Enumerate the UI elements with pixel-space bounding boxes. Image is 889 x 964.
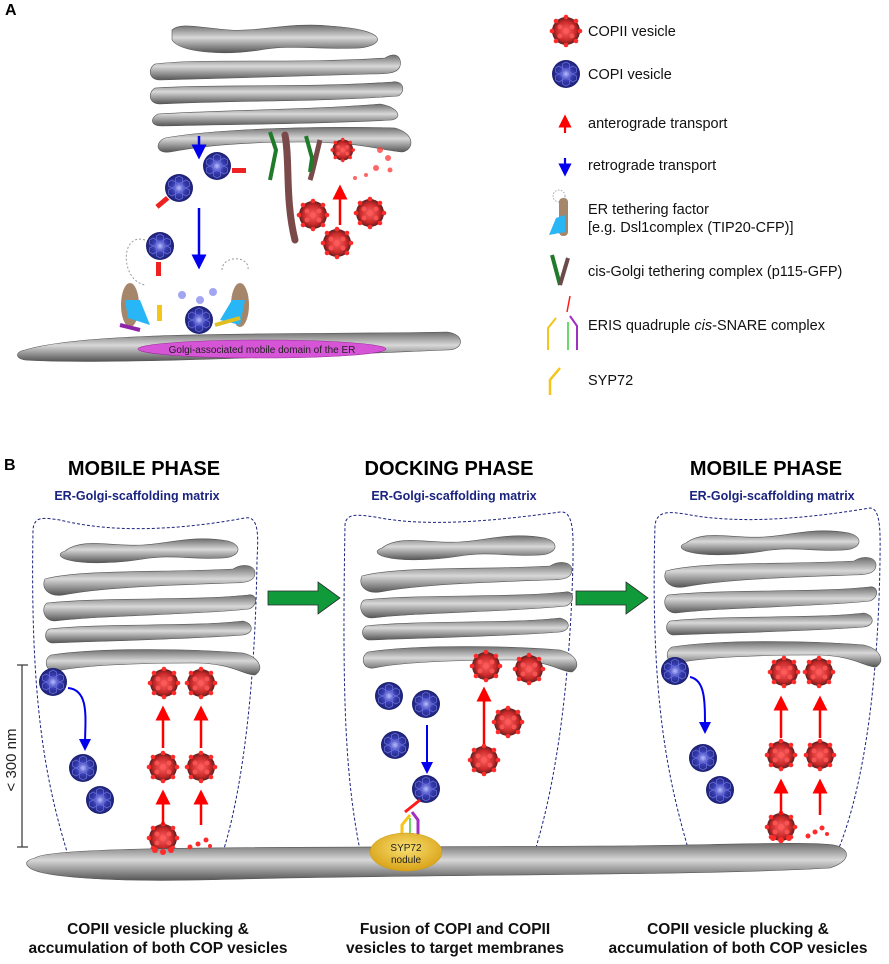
matrix-outline (653, 507, 881, 856)
copii-vesicle (764, 738, 798, 772)
legend-er-tether: ER tethering factor (588, 202, 709, 218)
phase-3-title: MOBILE PHASE (690, 458, 842, 480)
retrograde-arrow (67, 687, 92, 751)
legend: COPII vesicle COPI vesicle anterograde t… (547, 14, 842, 395)
panel-b-label: B (4, 457, 16, 474)
panel-a-golgi-stack (150, 24, 412, 153)
copii-vesicle (296, 198, 330, 232)
phase-2-matrix-label: ER-Golgi-scaffolding matrix (371, 489, 536, 503)
copii-vesicle (467, 743, 501, 777)
phase-3-matrix-label: ER-Golgi-scaffolding matrix (689, 489, 854, 503)
er-tethering-factor-right (214, 258, 249, 327)
er-tethering-factor-icon (549, 189, 568, 236)
copi-vesicle-fusing (411, 774, 441, 804)
phase-2-caption-1: Fusion of COPI and COPII (360, 921, 550, 938)
matrix-outline (32, 517, 259, 856)
er-domain (137, 339, 387, 359)
copii-vesicle (512, 652, 546, 686)
syp72 (157, 305, 162, 321)
golgi-stack (360, 535, 578, 673)
legend-anterograde: anterograde transport (588, 116, 727, 132)
syp72-icon (548, 367, 561, 395)
copii-coat-fragments (353, 147, 393, 180)
copi-vesicle (164, 173, 194, 203)
scale-label: < 300 nm (3, 729, 20, 792)
copii-vesicle (330, 137, 355, 163)
copi-vesicle-fusing (184, 305, 214, 335)
copi-vesicle (38, 667, 68, 697)
legend-er-tether-example: [e.g. Dsl1complex (TIP20-CFP)] (588, 220, 793, 236)
legend-cis-golgi: cis-Golgi tethering complex (p115-GFP) (588, 264, 842, 280)
phase-transition-arrow[interactable] (267, 581, 341, 615)
nodule-label-1: SYP72 (390, 843, 422, 854)
copii-vesicle (469, 649, 503, 683)
copii-vesicle (147, 666, 181, 700)
er-domain-label: Golgi-associated mobile domain of the ER (169, 345, 356, 356)
phase-3-caption-1: COPII vesicle plucking & (647, 921, 829, 938)
copii-vesicle (802, 655, 836, 689)
golgi-stack (43, 538, 261, 676)
copi-vesicle-icon (551, 59, 581, 89)
phase-transition-arrow[interactable] (575, 581, 649, 615)
snare-tag (156, 262, 161, 276)
panel-a-label: A (5, 2, 17, 19)
matrix-outline (343, 511, 574, 861)
snare-tag (155, 195, 170, 209)
copii-vesicle (184, 666, 218, 700)
golgi-stack (664, 530, 882, 668)
snare-tag (232, 168, 246, 173)
copi-vesicle (705, 775, 735, 805)
copi-vesicle (380, 730, 410, 760)
phase-1-caption-2: accumulation of both COP vesicles (29, 940, 288, 957)
copi-vesicle (660, 656, 690, 686)
syp72-nodule (369, 832, 443, 872)
cis-golgi-tethering-complex (268, 131, 323, 244)
nodule-label-2: nodule (391, 855, 421, 866)
phase-1-title: MOBILE PHASE (68, 458, 220, 480)
copii-vesicle (353, 196, 387, 230)
scale-bar (17, 664, 28, 848)
copii-vesicle (803, 738, 837, 772)
copii-vesicle (491, 705, 525, 739)
legend-copii: COPII vesicle (588, 24, 676, 40)
er-tethering-factor-left (119, 238, 150, 332)
snare-complex-icon (547, 295, 578, 350)
phase-1-matrix-label: ER-Golgi-scaffolding matrix (54, 489, 219, 503)
legend-copi: COPI vesicle (588, 67, 672, 83)
copi-vesicle (374, 681, 404, 711)
copii-vesicle (184, 750, 218, 784)
retrograde-arrow (689, 676, 711, 734)
coat-fragments (178, 288, 217, 304)
copi-vesicle (145, 231, 175, 261)
copii-vesicle (146, 750, 180, 784)
cis-golgi-tether-icon (550, 254, 570, 286)
copi-vesicle (85, 785, 115, 815)
phase-2-caption-2: vesicles to target membranes (346, 940, 564, 957)
phase-3-caption-2: accumulation of both COP vesicles (609, 940, 868, 957)
phase-1-caption-1: COPII vesicle plucking & (67, 921, 249, 938)
phase-2-title: DOCKING PHASE (365, 458, 534, 480)
copii-vesicle-icon (549, 14, 583, 48)
legend-snare: ERIS quadruple cis-SNARE complex (588, 318, 826, 334)
copi-vesicle (68, 753, 98, 783)
copi-vesicle (202, 151, 232, 181)
copi-vesicle (688, 743, 718, 773)
copii-vesicle (320, 226, 354, 260)
copii-vesicle (767, 655, 801, 689)
legend-syp72: SYP72 (588, 373, 633, 389)
snare-complex (400, 798, 421, 838)
copii-bud-sites (152, 825, 829, 855)
copi-vesicle (411, 689, 441, 719)
legend-retrograde: retrograde transport (588, 158, 716, 174)
